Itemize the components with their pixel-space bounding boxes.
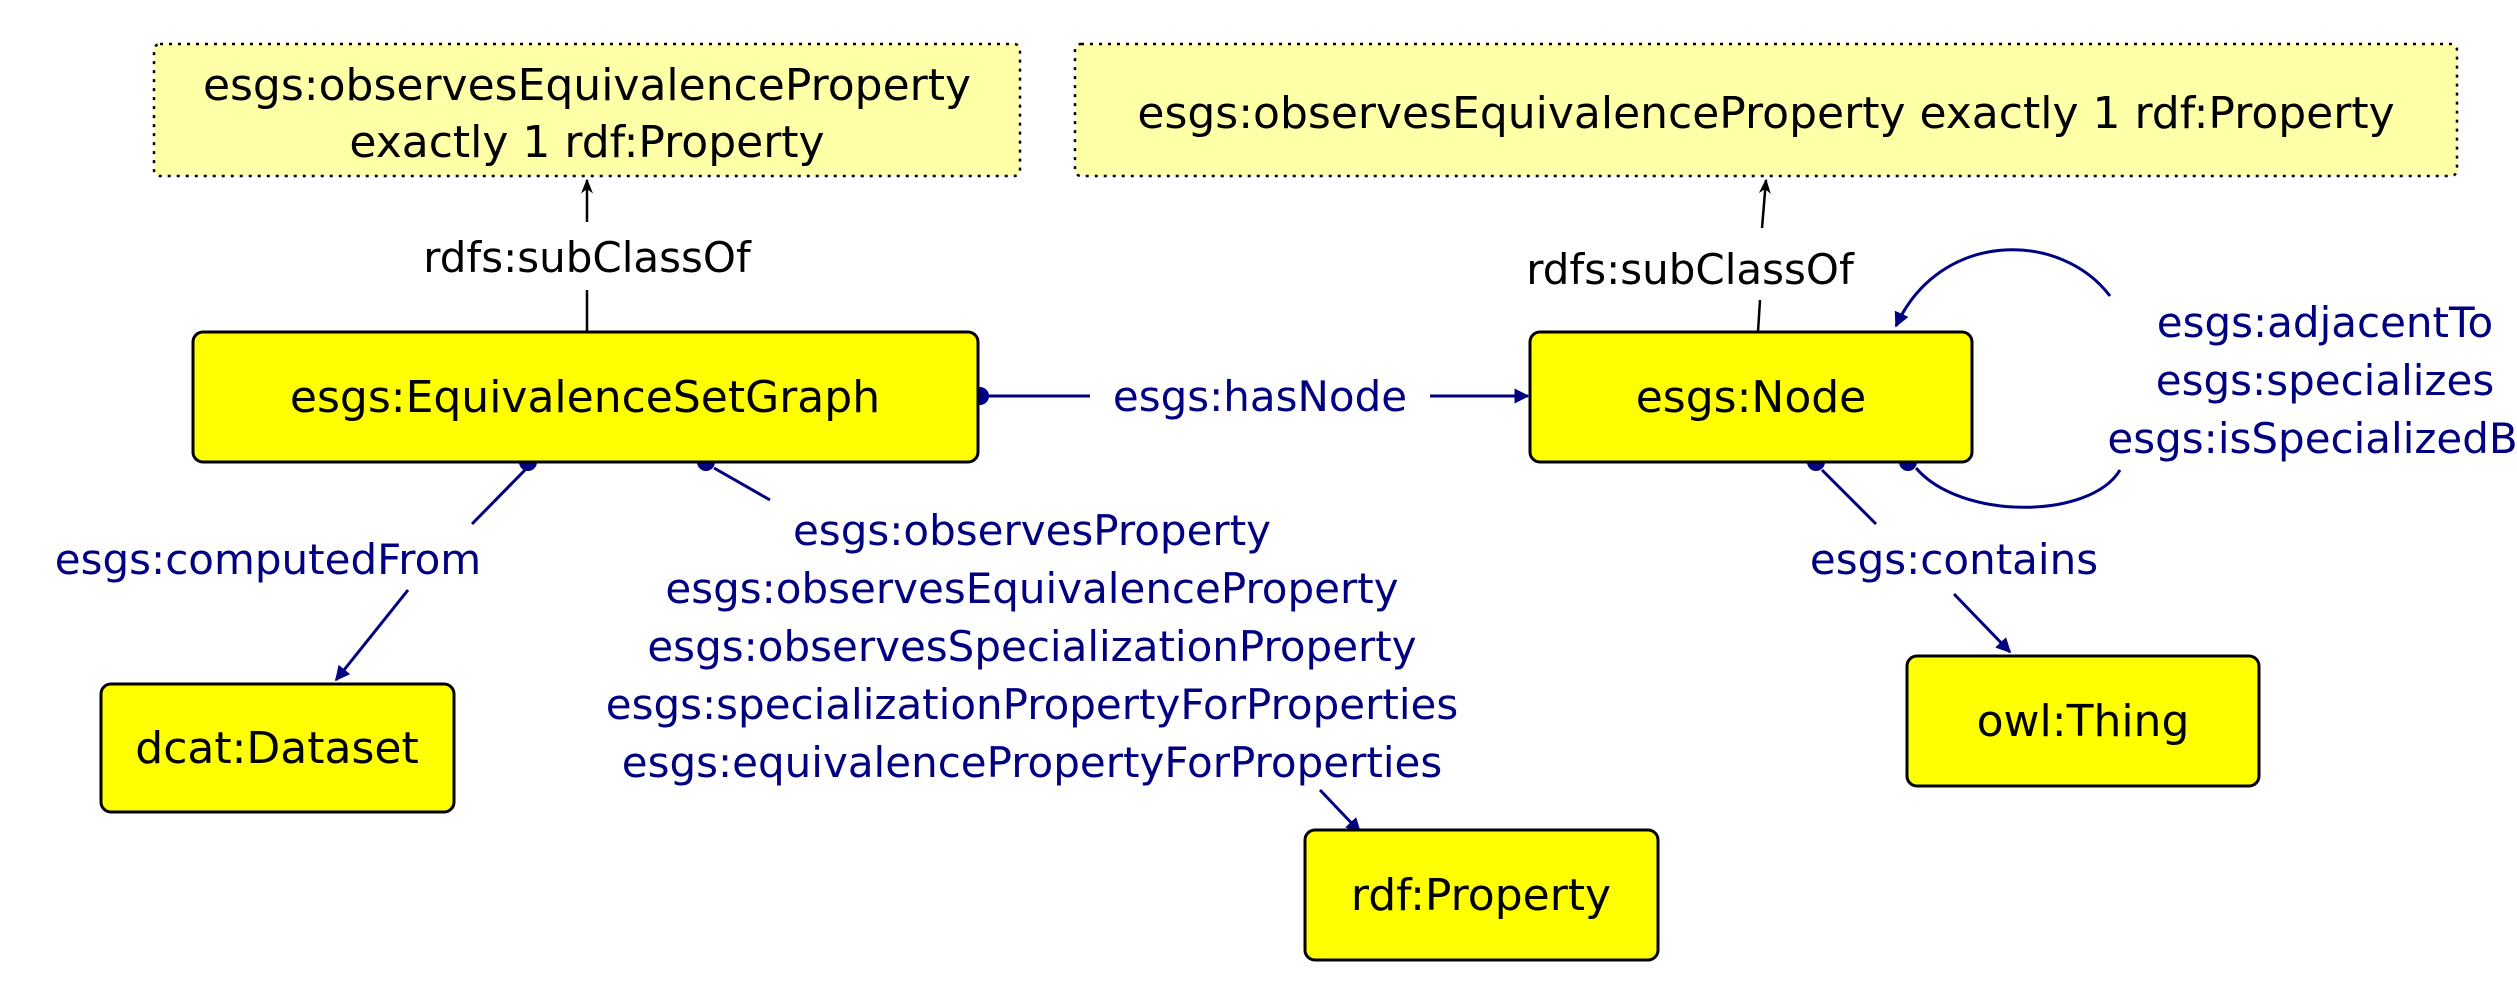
class-dataset: dcat:Dataset (99, 682, 456, 814)
self-loop-label-2: esgs:specializes (2156, 356, 2494, 405)
subclass-label-left: rdfs:subClassOf (423, 233, 752, 282)
computed-from-edge: esgs:computedFrom (55, 453, 537, 682)
self-loop-label-1: esgs:adjacentTo (2157, 298, 2493, 347)
has-node-label: esgs:hasNode (1113, 372, 1407, 421)
restriction-left-line2: exactly 1 rdf:Property (349, 117, 824, 168)
restriction-left-line1: esgs:observesEquivalenceProperty (203, 60, 971, 111)
class-label-thing: owl:Thing (1977, 696, 2190, 747)
self-loop-label-3: esgs:isSpecializedBy (2107, 414, 2517, 463)
restriction-left: esgs:observesEquivalenceProperty exactly… (152, 42, 1022, 178)
computed-from-label: esgs:computedFrom (55, 535, 481, 584)
has-node-edge: esgs:hasNode (971, 372, 1530, 421)
property-edge-label-1: esgs:observesProperty (793, 506, 1271, 555)
subclass-edge-left: rdfs:subClassOf (423, 178, 752, 332)
subclass-label-right: rdfs:subClassOf (1526, 245, 1855, 294)
class-equivalence-set-graph: esgs:EquivalenceSetGraph (191, 330, 980, 464)
property-edge-label-2: esgs:observesEquivalenceProperty (665, 564, 1398, 613)
property-edge-label-4: esgs:specializationPropertyForProperties (606, 680, 1458, 729)
property-edges: esgs:observesProperty esgs:observesEquiv… (606, 453, 1458, 834)
class-property: rdf:Property (1303, 828, 1660, 962)
class-label-dataset: dcat:Dataset (135, 723, 418, 774)
class-node: esgs:Node (1528, 330, 1974, 464)
class-label-property: rdf:Property (1351, 870, 1611, 921)
class-label-equivalence-set-graph: esgs:EquivalenceSetGraph (290, 372, 880, 423)
contains-label: esgs:contains (1810, 535, 2098, 584)
class-thing: owl:Thing (1905, 654, 2261, 788)
restriction-right: esgs:observesEquivalenceProperty exactly… (1073, 42, 2459, 178)
property-edge-label-5: esgs:equivalencePropertyForProperties (622, 738, 1442, 787)
restriction-right-text: esgs:observesEquivalenceProperty exactly… (1137, 88, 2394, 139)
contains-edge: esgs:contains (1807, 453, 2098, 654)
node-self-loop-edge: esgs:adjacentTo esgs:specializes esgs:is… (1896, 248, 2517, 509)
subclass-edge-right: rdfs:subClassOf (1526, 178, 1855, 333)
class-label-node: esgs:Node (1636, 372, 1867, 423)
property-edge-label-3: esgs:observesSpecializationProperty (647, 622, 1416, 671)
